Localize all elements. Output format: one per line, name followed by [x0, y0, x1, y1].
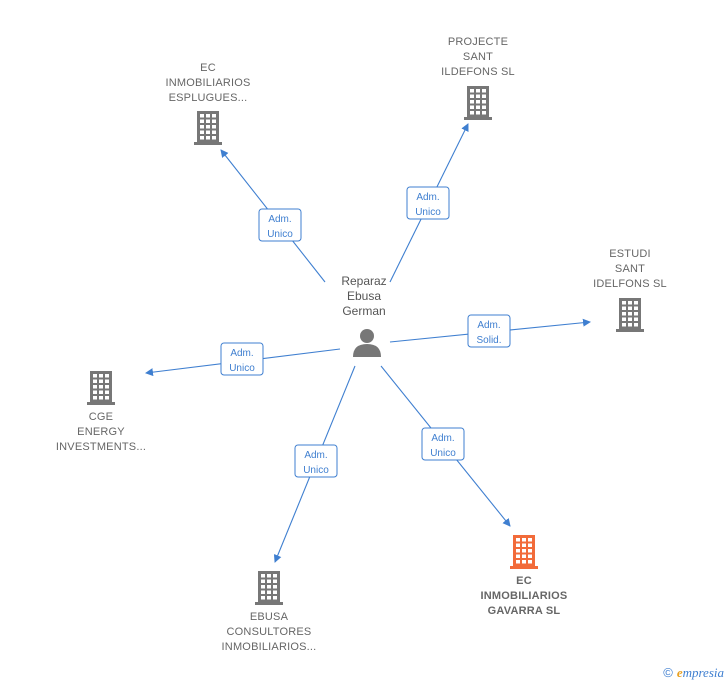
role-label-line: Adm. — [431, 433, 454, 444]
brand-initial: e — [676, 665, 683, 680]
edge-ec-gavarra: Adm. Unico — [380, 365, 511, 527]
company-node-ec-esplugues[interactable]: EC INMOBILIARIOS ESPLUGUES... — [165, 62, 250, 145]
role-badge[interactable]: Adm. Unico — [421, 427, 465, 461]
role-badge[interactable]: Adm. Unico — [220, 342, 264, 376]
company-node-estudi-sant-idelfons[interactable]: ESTUDI SANT IDELFONS SL — [593, 248, 667, 332]
company-label-line: ENERGY — [77, 426, 125, 438]
brand-name: mpresia — [682, 665, 724, 680]
building-icon — [87, 371, 115, 405]
company-label-line: INMOBILIARIOS... — [222, 641, 317, 653]
role-label-line: Unico — [415, 207, 441, 218]
company-label-line: EC — [516, 575, 532, 587]
brand-logo: ©empresia — [663, 665, 724, 681]
company-label-line: SANT — [615, 263, 645, 275]
company-label-line: CONSULTORES — [227, 626, 312, 638]
person-icon — [353, 329, 381, 357]
role-badge[interactable]: Adm. Unico — [406, 186, 450, 220]
building-icon — [510, 535, 538, 569]
edge-ebusa-consultores: Adm. Unico — [273, 365, 356, 563]
edge-estudi-sant-idelfons: Adm. Solid. — [389, 314, 591, 348]
role-label-line: Adm. — [477, 320, 500, 331]
person-name-line: Reparaz — [341, 274, 386, 288]
role-label-line: Unico — [267, 229, 293, 240]
person-name-line: Ebusa — [347, 289, 381, 303]
company-node-cge-energy[interactable]: CGE ENERGY INVESTMENTS... — [56, 371, 146, 453]
company-label-line: SANT — [463, 51, 493, 63]
company-node-ec-gavarra[interactable]: EC INMOBILIARIOS GAVARRA SL — [481, 535, 568, 617]
role-label-line: Unico — [229, 363, 255, 374]
company-label-line: ESTUDI — [609, 248, 651, 260]
company-label-line: ESPLUGUES... — [169, 92, 248, 104]
role-badge[interactable]: Adm. Solid. — [467, 314, 511, 348]
company-label-line: GAVARRA SL — [488, 605, 561, 617]
role-label-line: Adm. — [304, 450, 327, 461]
company-label-line: ILDEFONS SL — [441, 66, 515, 78]
role-badge[interactable]: Adm. Unico — [294, 444, 338, 478]
person-name-line: German — [342, 304, 385, 318]
copyright-symbol: © — [663, 665, 673, 680]
role-badge-box — [294, 444, 338, 478]
role-badge[interactable]: Adm. Unico — [258, 208, 302, 242]
building-icon — [616, 298, 644, 332]
company-node-ebusa-consultores[interactable]: EBUSA CONSULTORES INMOBILIARIOS... — [222, 571, 317, 653]
role-badge-box — [258, 208, 302, 242]
building-icon — [255, 571, 283, 605]
role-badge-box — [467, 314, 511, 348]
role-label-line: Unico — [430, 448, 456, 459]
edge-cge-energy: Adm. Unico — [145, 342, 341, 377]
company-label-line: PROJECTE — [448, 36, 508, 48]
company-label-line: INMOBILIARIOS — [481, 590, 568, 602]
role-badge-box — [220, 342, 264, 376]
role-label-line: Adm. — [416, 192, 439, 203]
company-node-projecte-sant-ildefons[interactable]: PROJECTE SANT ILDEFONS SL — [441, 36, 515, 120]
company-label-line: EC — [200, 62, 216, 74]
company-label-line: IDELFONS SL — [593, 278, 667, 290]
company-label-line: INVESTMENTS... — [56, 441, 146, 453]
role-badge-box — [421, 427, 465, 461]
company-label-line: CGE — [89, 411, 113, 423]
role-label-line: Adm. — [230, 348, 253, 359]
company-label-line: EBUSA — [250, 611, 289, 623]
edge-ec-esplugues: Adm. Unico — [220, 149, 326, 283]
role-label-line: Adm. — [268, 214, 291, 225]
role-badge-box — [406, 186, 450, 220]
building-icon — [464, 86, 492, 120]
building-icon — [194, 111, 222, 145]
edge-projecte-sant-ildefons: Adm. Unico — [389, 123, 469, 283]
role-label-line: Unico — [303, 465, 329, 476]
company-label-line: INMOBILIARIOS — [165, 77, 250, 89]
role-label-line: Solid. — [476, 335, 501, 346]
